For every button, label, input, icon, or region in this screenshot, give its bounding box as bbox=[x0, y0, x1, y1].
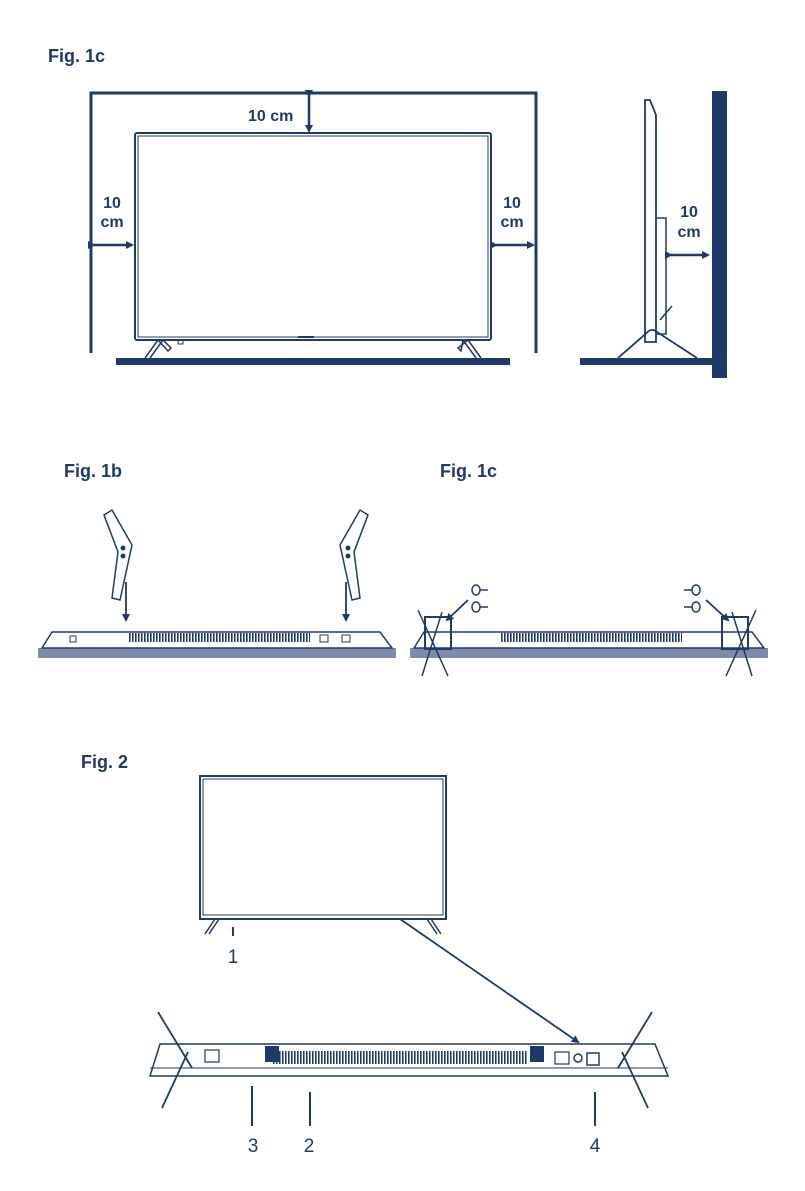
right-clearance-unit: cm bbox=[500, 214, 523, 231]
fig1c-mid-label: Fig. 1c bbox=[440, 461, 497, 481]
screw-fix-view bbox=[410, 585, 768, 676]
fig1b-label: Fig. 1b bbox=[64, 461, 122, 481]
left-clearance-value: 10 bbox=[103, 195, 121, 212]
left-leg bbox=[104, 510, 132, 600]
tv-front bbox=[135, 133, 491, 340]
right-clearance-value: 10 bbox=[503, 195, 521, 212]
floor-surface bbox=[116, 358, 510, 365]
top-clearance-label: 10 cm bbox=[248, 108, 293, 125]
callout-1: 1 bbox=[228, 947, 239, 968]
left-clearance-unit: cm bbox=[100, 214, 123, 231]
right-leg bbox=[340, 510, 368, 600]
wall-clearance-value: 10 bbox=[680, 204, 698, 221]
vent-grille bbox=[128, 633, 310, 642]
callout-4: 4 bbox=[590, 1136, 601, 1157]
tv-side-profile bbox=[645, 100, 656, 342]
stand-attach-view bbox=[38, 510, 396, 658]
fig1c-top-label: Fig. 1c bbox=[48, 46, 105, 66]
fig2-label: Fig. 2 bbox=[81, 752, 128, 772]
wall-clearance-unit: cm bbox=[677, 224, 700, 241]
front-clearance-view bbox=[91, 93, 536, 365]
callout-2: 2 bbox=[304, 1136, 315, 1157]
side-clearance-view bbox=[580, 91, 727, 378]
callout-3: 3 bbox=[248, 1136, 259, 1157]
tv-front-small bbox=[200, 776, 446, 919]
wall bbox=[712, 91, 727, 378]
table-surface bbox=[38, 648, 396, 658]
